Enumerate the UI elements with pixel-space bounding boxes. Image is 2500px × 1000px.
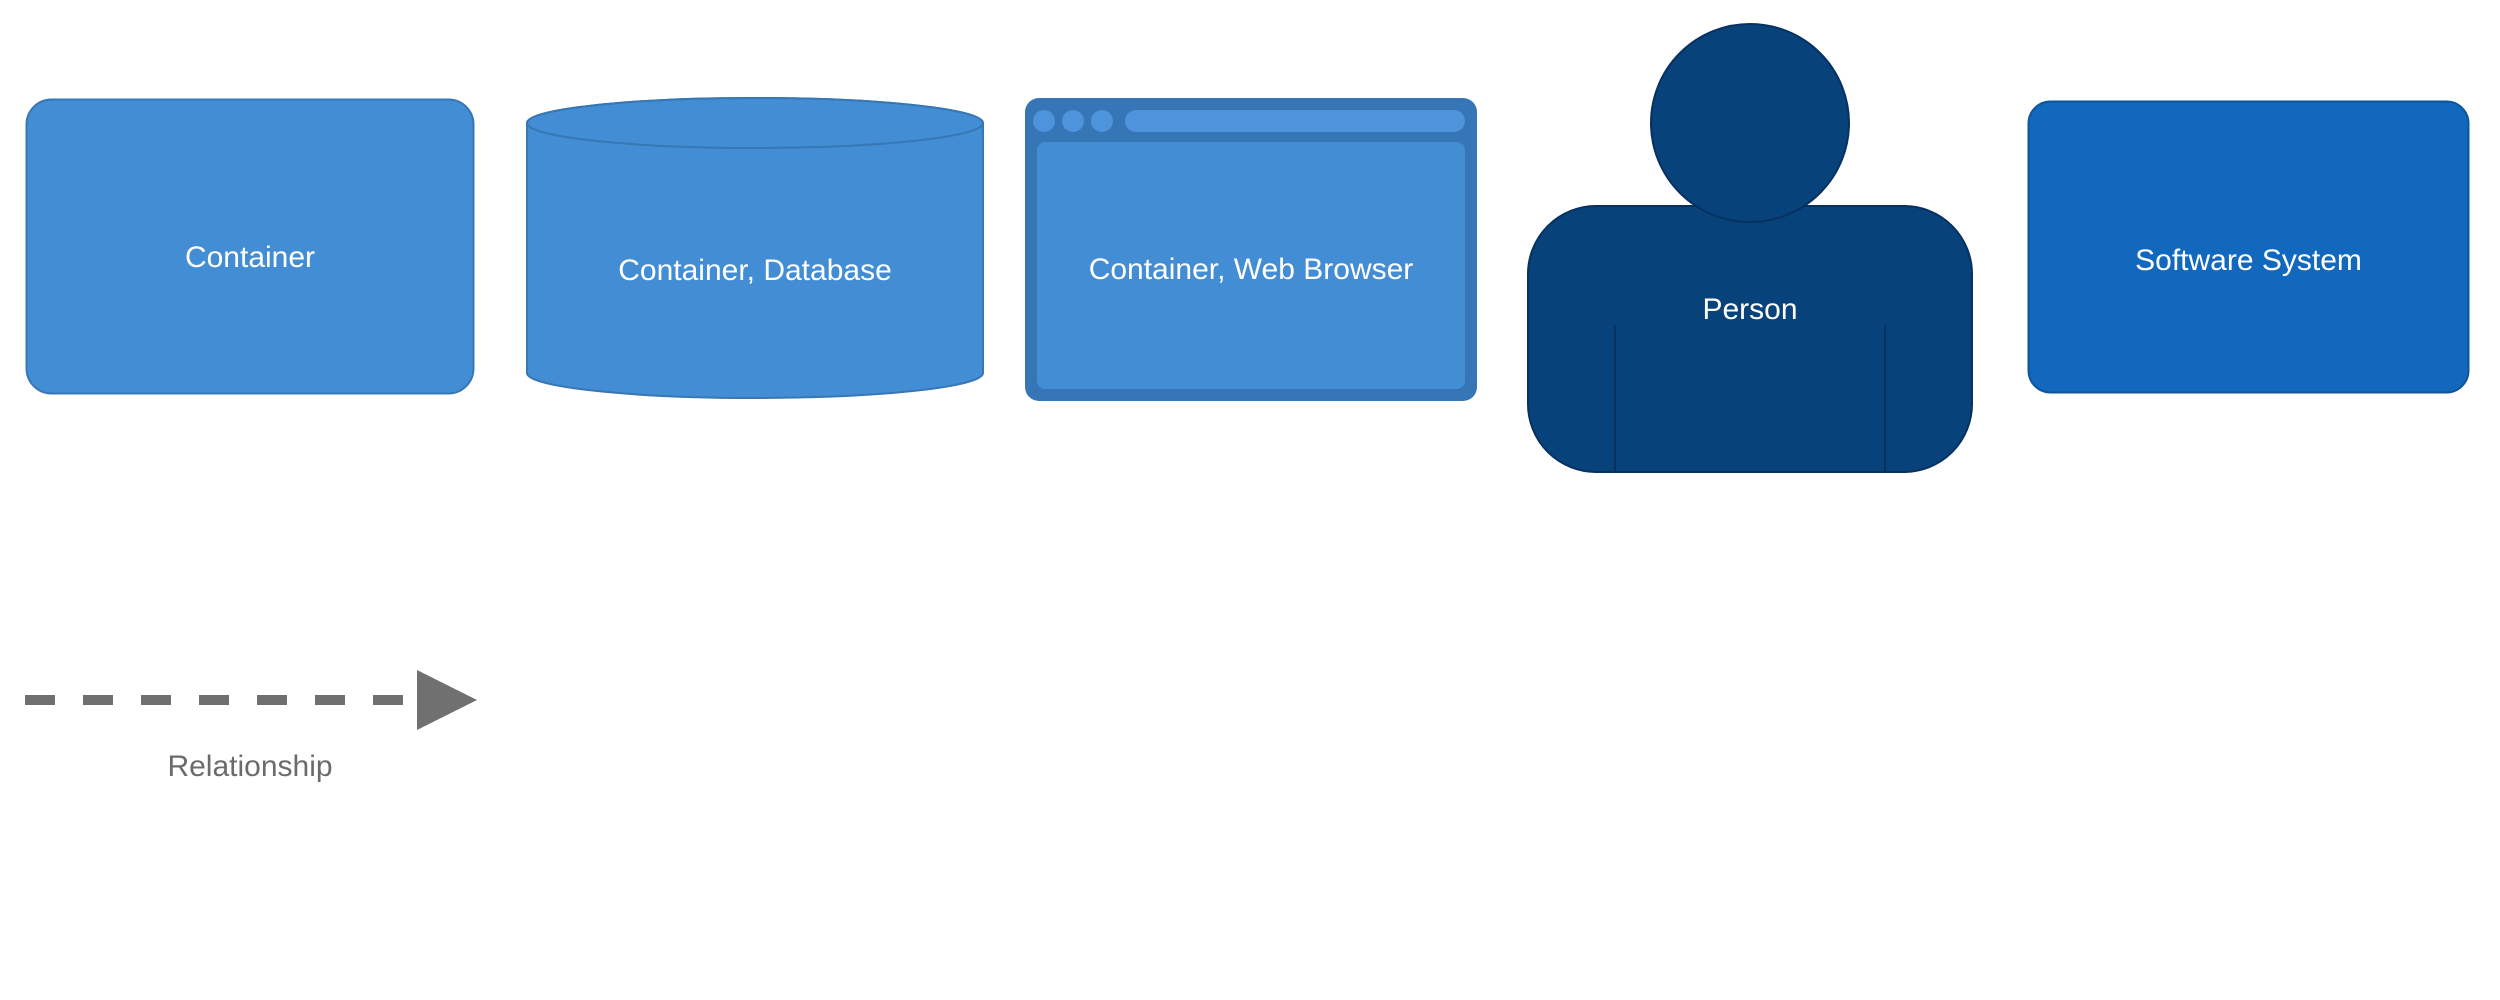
person-body: [1527, 205, 1973, 473]
relationship-label: Relationship: [167, 750, 333, 783]
container-box: [25, 98, 475, 395]
browser-button-dot: [1062, 110, 1084, 132]
browser-button-dot: [1091, 110, 1113, 132]
relationship-arrow: [25, 670, 477, 730]
person-shape: [1527, 23, 1973, 473]
web-browser-shape: [1025, 98, 1477, 401]
software-system-shape: [2027, 100, 2470, 394]
software-system-box: [2027, 100, 2470, 394]
browser-address-bar: [1125, 110, 1465, 132]
database-cylinder-shape: [526, 97, 984, 399]
browser-content-panel: [1037, 142, 1465, 389]
container-shape: [25, 98, 475, 395]
browser-button-dot: [1033, 110, 1055, 132]
person-head: [1650, 23, 1850, 223]
cylinder-top: [526, 97, 984, 149]
relationship-arrowhead: [417, 670, 477, 730]
